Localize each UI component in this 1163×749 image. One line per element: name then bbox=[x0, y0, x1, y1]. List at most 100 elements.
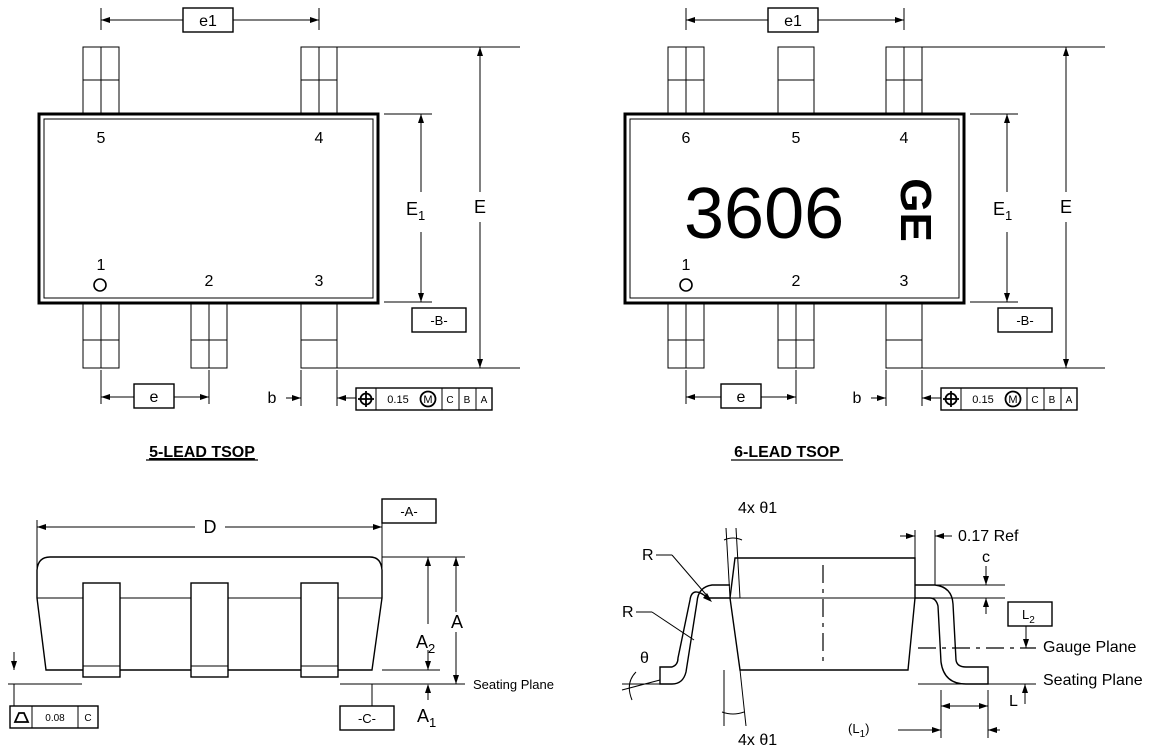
svg-text:A: A bbox=[1066, 395, 1073, 406]
side-view: D -A- A2 A bbox=[8, 498, 554, 731]
L1-label: (L1) bbox=[848, 721, 869, 740]
ref-0-17-label: 0.17 Ref bbox=[958, 528, 1019, 545]
e-label: e bbox=[737, 389, 746, 406]
E-dimension-6: E bbox=[922, 46, 1105, 369]
position-tolerance-icon bbox=[943, 391, 959, 407]
part-marking: 3606 bbox=[684, 174, 844, 254]
theta1-bottom-label: 4x θ1 bbox=[738, 732, 777, 749]
end-view: 4x θ1 4x θ1 R R θ 0.17 Ref bbox=[621, 500, 1143, 749]
E-label: E bbox=[1060, 197, 1072, 217]
gauge-plane: L2 Gauge Plane bbox=[918, 601, 1137, 656]
svg-text:M: M bbox=[423, 394, 432, 406]
svg-text:C: C bbox=[84, 713, 91, 724]
tsop6-bottom-leads bbox=[667, 302, 923, 369]
A-dimensions: A2 A A1 Seating Plane bbox=[340, 556, 554, 730]
b-dimension-6: b bbox=[853, 370, 941, 407]
pin-number: 5 bbox=[97, 130, 106, 147]
side-leads bbox=[82, 582, 339, 678]
L2-label: L2 bbox=[1022, 607, 1035, 626]
flatness-icon bbox=[13, 712, 30, 723]
A2-label: A2 bbox=[416, 632, 435, 656]
c-dimension: c bbox=[935, 549, 1005, 614]
b-label: b bbox=[268, 390, 277, 407]
svg-text:C: C bbox=[1031, 395, 1038, 406]
e-dimension-5: e bbox=[100, 370, 210, 409]
A-label: A bbox=[451, 612, 463, 632]
left-lead bbox=[659, 584, 730, 685]
tsop5-body bbox=[37, 112, 380, 305]
gauge-plane-label: Gauge Plane bbox=[1043, 639, 1137, 656]
e1-label: e1 bbox=[784, 13, 802, 30]
svg-text:M: M bbox=[1008, 394, 1017, 406]
position-tolerance-frame-6: 0.15 M C B A bbox=[940, 387, 1078, 411]
E1-dimension-5: E1 -B- bbox=[384, 113, 467, 333]
right-lead bbox=[915, 584, 989, 685]
pin-number: 4 bbox=[315, 130, 324, 147]
R-label-bottom: R bbox=[622, 604, 634, 621]
datum-c: -C- bbox=[339, 684, 395, 731]
pin-number: 5 bbox=[792, 130, 801, 147]
tsop6-title: 6-LEAD TSOP bbox=[734, 444, 840, 461]
svg-text:B: B bbox=[464, 395, 471, 406]
E1-label: E1 bbox=[406, 199, 425, 223]
theta1-top-label: 4x θ1 bbox=[738, 500, 777, 517]
L-label: L bbox=[1009, 693, 1018, 710]
seating-plane-label: Seating Plane bbox=[473, 677, 554, 692]
tsop5-bottom-leads bbox=[82, 302, 338, 369]
seating-plane-right: Seating Plane L (L1) bbox=[848, 672, 1143, 740]
pin-number: 3 bbox=[900, 273, 909, 290]
svg-text:0.15: 0.15 bbox=[972, 394, 993, 406]
svg-text:0.08: 0.08 bbox=[45, 713, 65, 724]
b-label: b bbox=[853, 390, 862, 407]
tsop6-top-view: e1 6 5 4 1 2 3 3606 GE bbox=[623, 7, 1105, 461]
E-dimension-5: E bbox=[337, 46, 520, 369]
tsop5-top-leads bbox=[82, 46, 338, 115]
tsop6-body bbox=[623, 112, 966, 305]
position-tolerance-frame-5: 0.15 M C B A bbox=[355, 387, 493, 411]
D-dimension: D -A- bbox=[36, 498, 437, 570]
datum-c-label: -C- bbox=[358, 711, 376, 726]
e-dimension-6: e bbox=[685, 370, 797, 409]
theta-label: θ bbox=[640, 650, 649, 667]
pin-number: 2 bbox=[792, 273, 801, 290]
E1-label: E1 bbox=[993, 199, 1012, 223]
e1-dimension-5: e1 bbox=[100, 7, 320, 33]
svg-text:0.15: 0.15 bbox=[387, 394, 408, 406]
position-tolerance-icon bbox=[358, 391, 374, 407]
flatness-frame: 0.08 C bbox=[8, 652, 99, 729]
c-label: c bbox=[982, 549, 990, 566]
A1-label: A1 bbox=[417, 706, 436, 730]
D-label: D bbox=[204, 517, 217, 537]
pin-number: 1 bbox=[682, 257, 691, 274]
datum-b-label: -B- bbox=[1016, 313, 1033, 328]
pin1-marker-icon bbox=[679, 278, 693, 292]
pin-number: 1 bbox=[97, 257, 106, 274]
e1-label: e1 bbox=[199, 13, 217, 30]
seating-plane-label-right: Seating Plane bbox=[1043, 672, 1143, 689]
b-dimension-5: b bbox=[268, 370, 356, 407]
pin1-marker-icon bbox=[93, 278, 107, 292]
datum-a-label: -A- bbox=[400, 504, 417, 519]
svg-text:C: C bbox=[446, 395, 453, 406]
side-body bbox=[36, 556, 383, 671]
svg-text:B: B bbox=[1049, 395, 1056, 406]
tsop6-top-leads bbox=[667, 46, 923, 115]
ge-logo: GE bbox=[891, 178, 940, 242]
pin-number: 3 bbox=[315, 273, 324, 290]
svg-text:GE: GE bbox=[891, 178, 940, 242]
pin-number: 2 bbox=[205, 273, 214, 290]
tsop5-title: 5-LEAD TSOP bbox=[149, 444, 255, 461]
datum-b-label: -B- bbox=[430, 313, 447, 328]
ref-0-17: 0.17 Ref bbox=[900, 528, 1019, 585]
E1-dimension-6: E1 -B- bbox=[970, 113, 1053, 333]
tsop5-top-view: e1 5 4 1 2 3 bbox=[37, 7, 520, 461]
E-label: E bbox=[474, 197, 486, 217]
pin-number: 6 bbox=[682, 130, 691, 147]
e-label: e bbox=[150, 389, 159, 406]
svg-text:A: A bbox=[481, 395, 488, 406]
pin-number: 4 bbox=[900, 130, 909, 147]
R-label-top: R bbox=[642, 547, 654, 564]
e1-dimension-6: e1 bbox=[685, 7, 905, 33]
